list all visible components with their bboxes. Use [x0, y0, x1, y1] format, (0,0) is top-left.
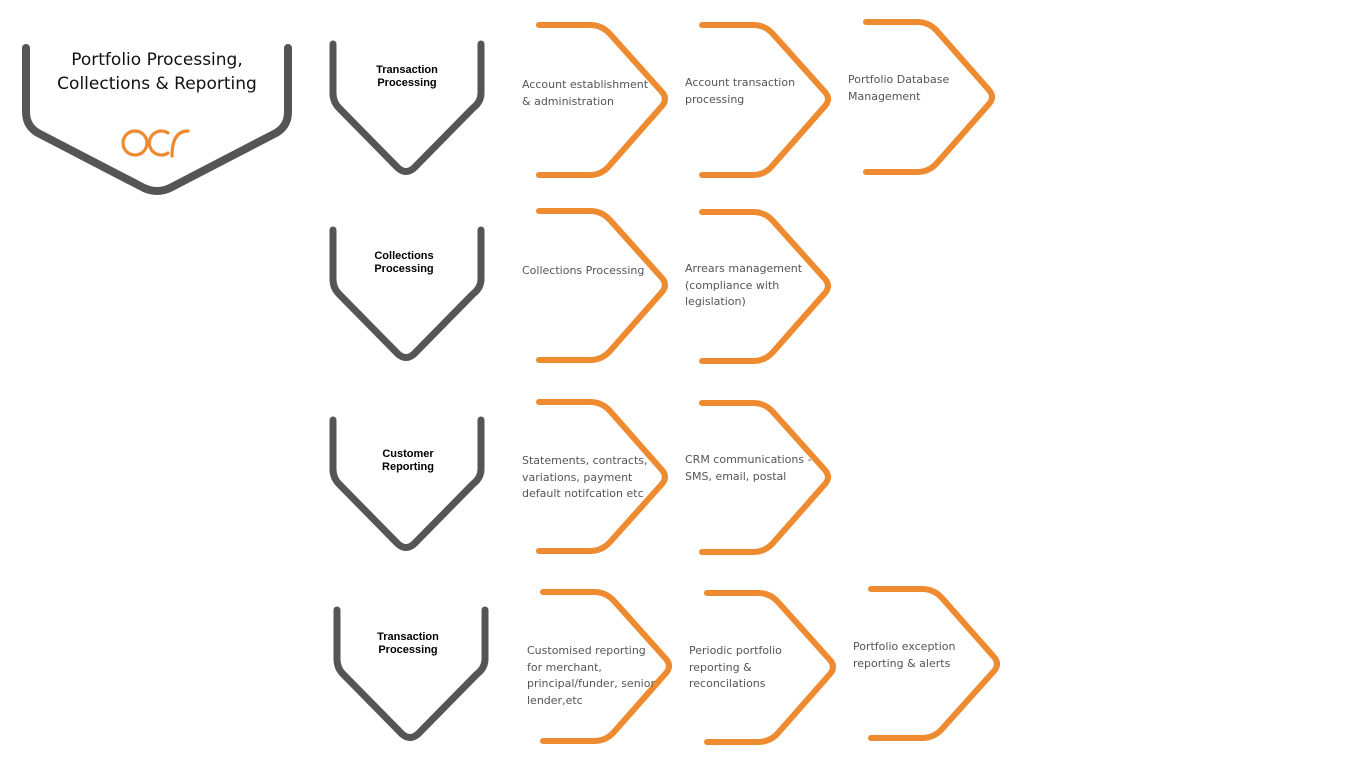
step-text-line: & administration: [522, 94, 614, 108]
step-chevrons: [536, 19, 1000, 745]
step-text-line: for merchant,: [527, 660, 602, 674]
ocr-logo-icon: [121, 129, 190, 158]
step-text-line: SMS, email, postal: [685, 469, 787, 483]
category-chevrons: [329, 40, 489, 741]
step-text-line: Statements, contracts,: [522, 454, 648, 467]
step-text-line: processing: [685, 92, 745, 106]
category-label-line: Transaction: [376, 64, 438, 76]
step-portfolio-database-management: Portfolio Database Management: [848, 72, 949, 105]
page-title: Portfolio Processing, Collections & Repo…: [22, 48, 292, 96]
step-customised-reporting: Customised reporting for merchant, princ…: [527, 643, 655, 709]
step-text-line: Portfolio Database: [848, 73, 950, 86]
step-shape-2-2: [699, 209, 831, 364]
page-title-line-1: Portfolio Processing,: [71, 50, 243, 70]
category-label-transaction-processing-reporting: Transaction Processing: [332, 631, 484, 657]
category-label-collections-processing: Collections Processing: [328, 250, 480, 276]
step-statements-contracts: Statements, contracts, variations, payme…: [522, 453, 648, 503]
category-label-line: Processing: [374, 263, 434, 275]
step-shape-3-2: [699, 400, 831, 555]
category-label-line: Customer: [382, 448, 434, 460]
category-label-line: Collections: [374, 250, 434, 262]
step-account-transaction-processing: Account transaction processing: [685, 75, 795, 108]
step-text-line: Portfolio exception: [853, 640, 956, 653]
category-shape-1: [329, 40, 485, 175]
step-arrears-management: Arrears management (compliance with legi…: [685, 261, 802, 311]
category-label-customer-reporting: Customer Reporting: [332, 448, 484, 474]
step-text-line: principal/funder, senior: [527, 677, 655, 690]
step-text-line: Account establishment: [522, 78, 649, 91]
step-text-line: Periodic portfolio: [689, 644, 782, 657]
step-shape-1-1: [536, 22, 668, 178]
step-text-line: (compliance with: [685, 278, 780, 292]
step-shape-4-2: [704, 590, 836, 745]
category-label-transaction-processing: Transaction Processing: [331, 64, 483, 90]
hero-pentagon-shape: [22, 44, 292, 195]
category-label-line: Transaction: [377, 631, 439, 643]
step-text-line: lender,etc: [527, 693, 583, 707]
step-text-line: default notifcation etc: [522, 487, 644, 500]
step-text-line: reconcilations: [689, 677, 766, 690]
category-shape-4: [333, 606, 489, 741]
category-label-line: Processing: [378, 644, 438, 656]
step-portfolio-exception-reporting: Portfolio exception reporting & alerts: [853, 639, 956, 672]
step-shape-2-1: [536, 208, 668, 363]
step-text-line: CRM communications -: [685, 453, 812, 466]
step-text-line: Collections Processing: [522, 264, 645, 277]
step-shape-1-3: [863, 19, 995, 175]
category-shape-2: [329, 226, 485, 361]
step-text-line: variations, payment: [522, 470, 633, 484]
step-collections-processing: Collections Processing: [522, 263, 644, 280]
step-shape-1-2: [699, 22, 831, 178]
category-label-line: Processing: [377, 77, 437, 89]
step-shape-3-1: [536, 399, 668, 554]
step-periodic-portfolio-reporting: Periodic portfolio reporting & reconcila…: [689, 643, 782, 693]
step-text-line: reporting & alerts: [853, 656, 951, 670]
step-text-line: Arrears management: [685, 262, 803, 275]
step-text-line: Customised reporting: [527, 644, 646, 657]
category-label-line: Reporting: [382, 461, 434, 473]
step-account-establishment: Account establishment & administration: [522, 77, 648, 110]
step-crm-communications: CRM communications - SMS, email, postal: [685, 452, 812, 485]
step-shape-4-1: [540, 589, 672, 744]
step-shape-4-3: [868, 586, 1000, 741]
step-text-line: reporting &: [689, 660, 752, 674]
step-text-line: Management: [848, 89, 921, 103]
step-text-line: Account transaction: [685, 76, 796, 89]
step-text-line: legislation): [685, 295, 746, 308]
category-shape-3: [329, 416, 485, 551]
page-title-line-2: Collections & Reporting: [57, 74, 257, 94]
